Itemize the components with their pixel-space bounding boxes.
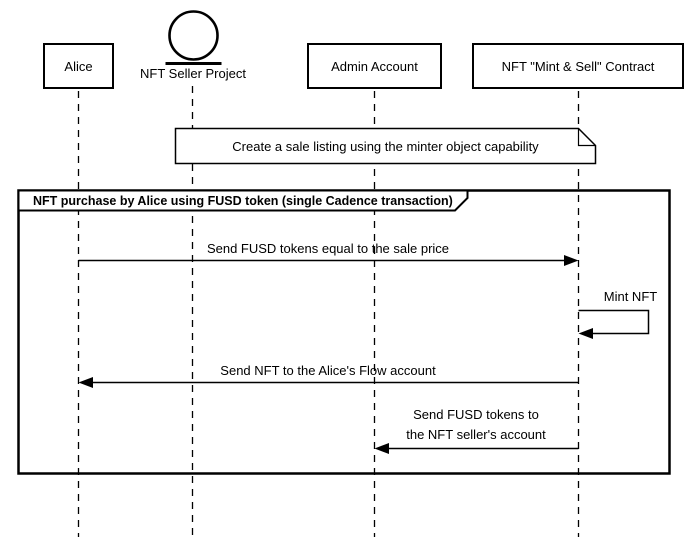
participant-contract-label: NFT "Mint & Sell" Contract: [501, 58, 655, 74]
participant-alice-label: Alice: [64, 58, 93, 74]
message-2-label: Mint NFT: [603, 289, 658, 304]
note-shape: [174, 127, 597, 165]
note-text: Create a sale listing using the minter o…: [232, 139, 539, 154]
frame-label-pentagon: [17, 189, 469, 212]
message-2-self-loop: [578, 309, 650, 335]
message-4-arrowhead-icon: [374, 443, 389, 454]
entity-icon: [168, 10, 219, 61]
message-3-label: Send NFT to the Alice's Flow account: [220, 363, 436, 378]
participant-admin-account-label: Admin Account: [331, 58, 418, 74]
participant-alice: Alice: [43, 43, 114, 89]
message-1-arrowhead-icon: [564, 255, 579, 266]
message-2-arrowhead-icon: [578, 328, 593, 339]
frame-title: NFT purchase by Alice using FUSD token (…: [33, 193, 453, 208]
note-fold-icon: [577, 128, 596, 147]
message-3-arrowhead-icon: [78, 377, 93, 388]
message-4-label: Send FUSD tokens to the NFT seller's acc…: [406, 407, 546, 442]
participant-admin-account: Admin Account: [307, 43, 442, 89]
participant-contract: NFT "Mint & Sell" Contract: [472, 43, 684, 89]
message-1-label: Send FUSD tokens equal to the sale price: [206, 241, 450, 256]
participant-nft-seller-project-label: NFT Seller Project: [140, 66, 246, 81]
